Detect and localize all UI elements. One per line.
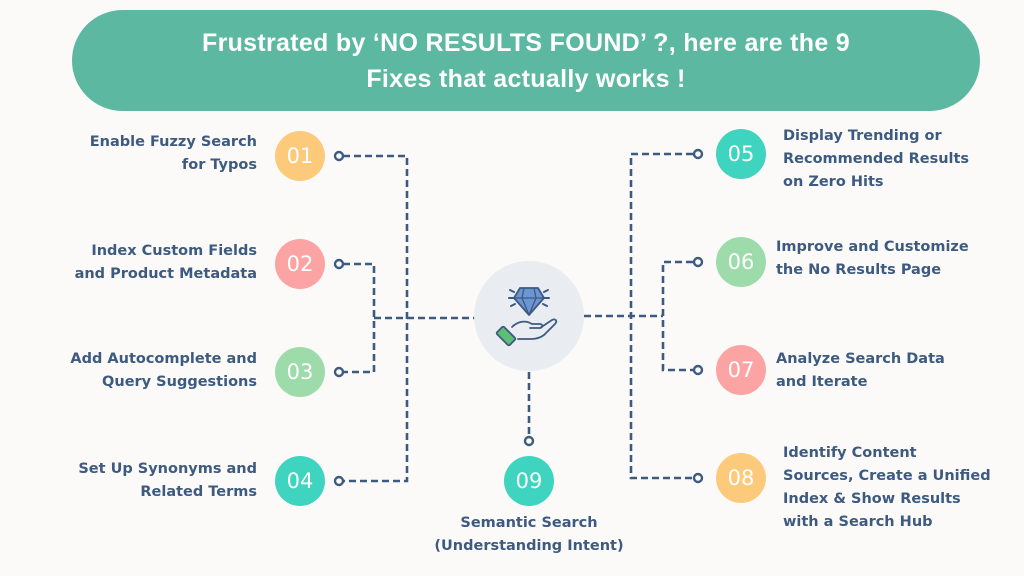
- connector-dot-06: [692, 256, 704, 268]
- fix-label-04: Set Up Synonyms and Related Terms: [78, 461, 257, 500]
- fix-number-03: 03: [275, 347, 325, 397]
- fix-number-05: 05: [716, 129, 766, 179]
- connector-dot-05: [692, 148, 704, 160]
- title-line-1: Frustrated by ‘NO RESULTS FOUND’ ?, here…: [202, 28, 850, 57]
- fix-number-09: 09: [504, 456, 554, 506]
- connector-dot-08: [692, 472, 704, 484]
- diamond-in-hand-icon: [495, 287, 558, 347]
- fix-label-07: Analyze Search Data and Iterate: [776, 351, 945, 390]
- fix-number-06: 06: [716, 237, 766, 287]
- fix-label-01: Enable Fuzzy Search for Typos: [89, 134, 257, 173]
- connector-dot-03: [333, 366, 345, 378]
- fix-number-01: 01: [275, 131, 325, 181]
- fix-label-09: Semantic Search (Understanding Intent): [434, 515, 624, 554]
- fix-number-08: 08: [716, 453, 766, 503]
- fix-label-02: Index Custom Fields and Product Metadata: [74, 243, 257, 282]
- fix-label-03: Add Autocomplete and Query Suggestions: [70, 351, 257, 390]
- connector-dot-09: [523, 435, 535, 447]
- fix-label-06: Improve and Customize the No Results Pag…: [776, 239, 969, 278]
- title-line-2: Fixes that actually works !: [366, 64, 686, 93]
- connector-dot-04: [333, 475, 345, 487]
- fix-label-08: Identify Content Sources, Create a Unifi…: [783, 445, 991, 530]
- connector-dot-07: [692, 364, 704, 376]
- connector-dot-02: [333, 258, 345, 270]
- fix-label-05: Display Trending or Recommended Results …: [783, 128, 970, 190]
- title-banner: Frustrated by ‘NO RESULTS FOUND’ ?, here…: [72, 10, 980, 111]
- fix-number-02: 02: [275, 239, 325, 289]
- fix-number-07: 07: [716, 345, 766, 395]
- connector-dot-01: [333, 150, 345, 162]
- fix-number-04: 04: [275, 456, 325, 506]
- center-hub: [474, 261, 584, 371]
